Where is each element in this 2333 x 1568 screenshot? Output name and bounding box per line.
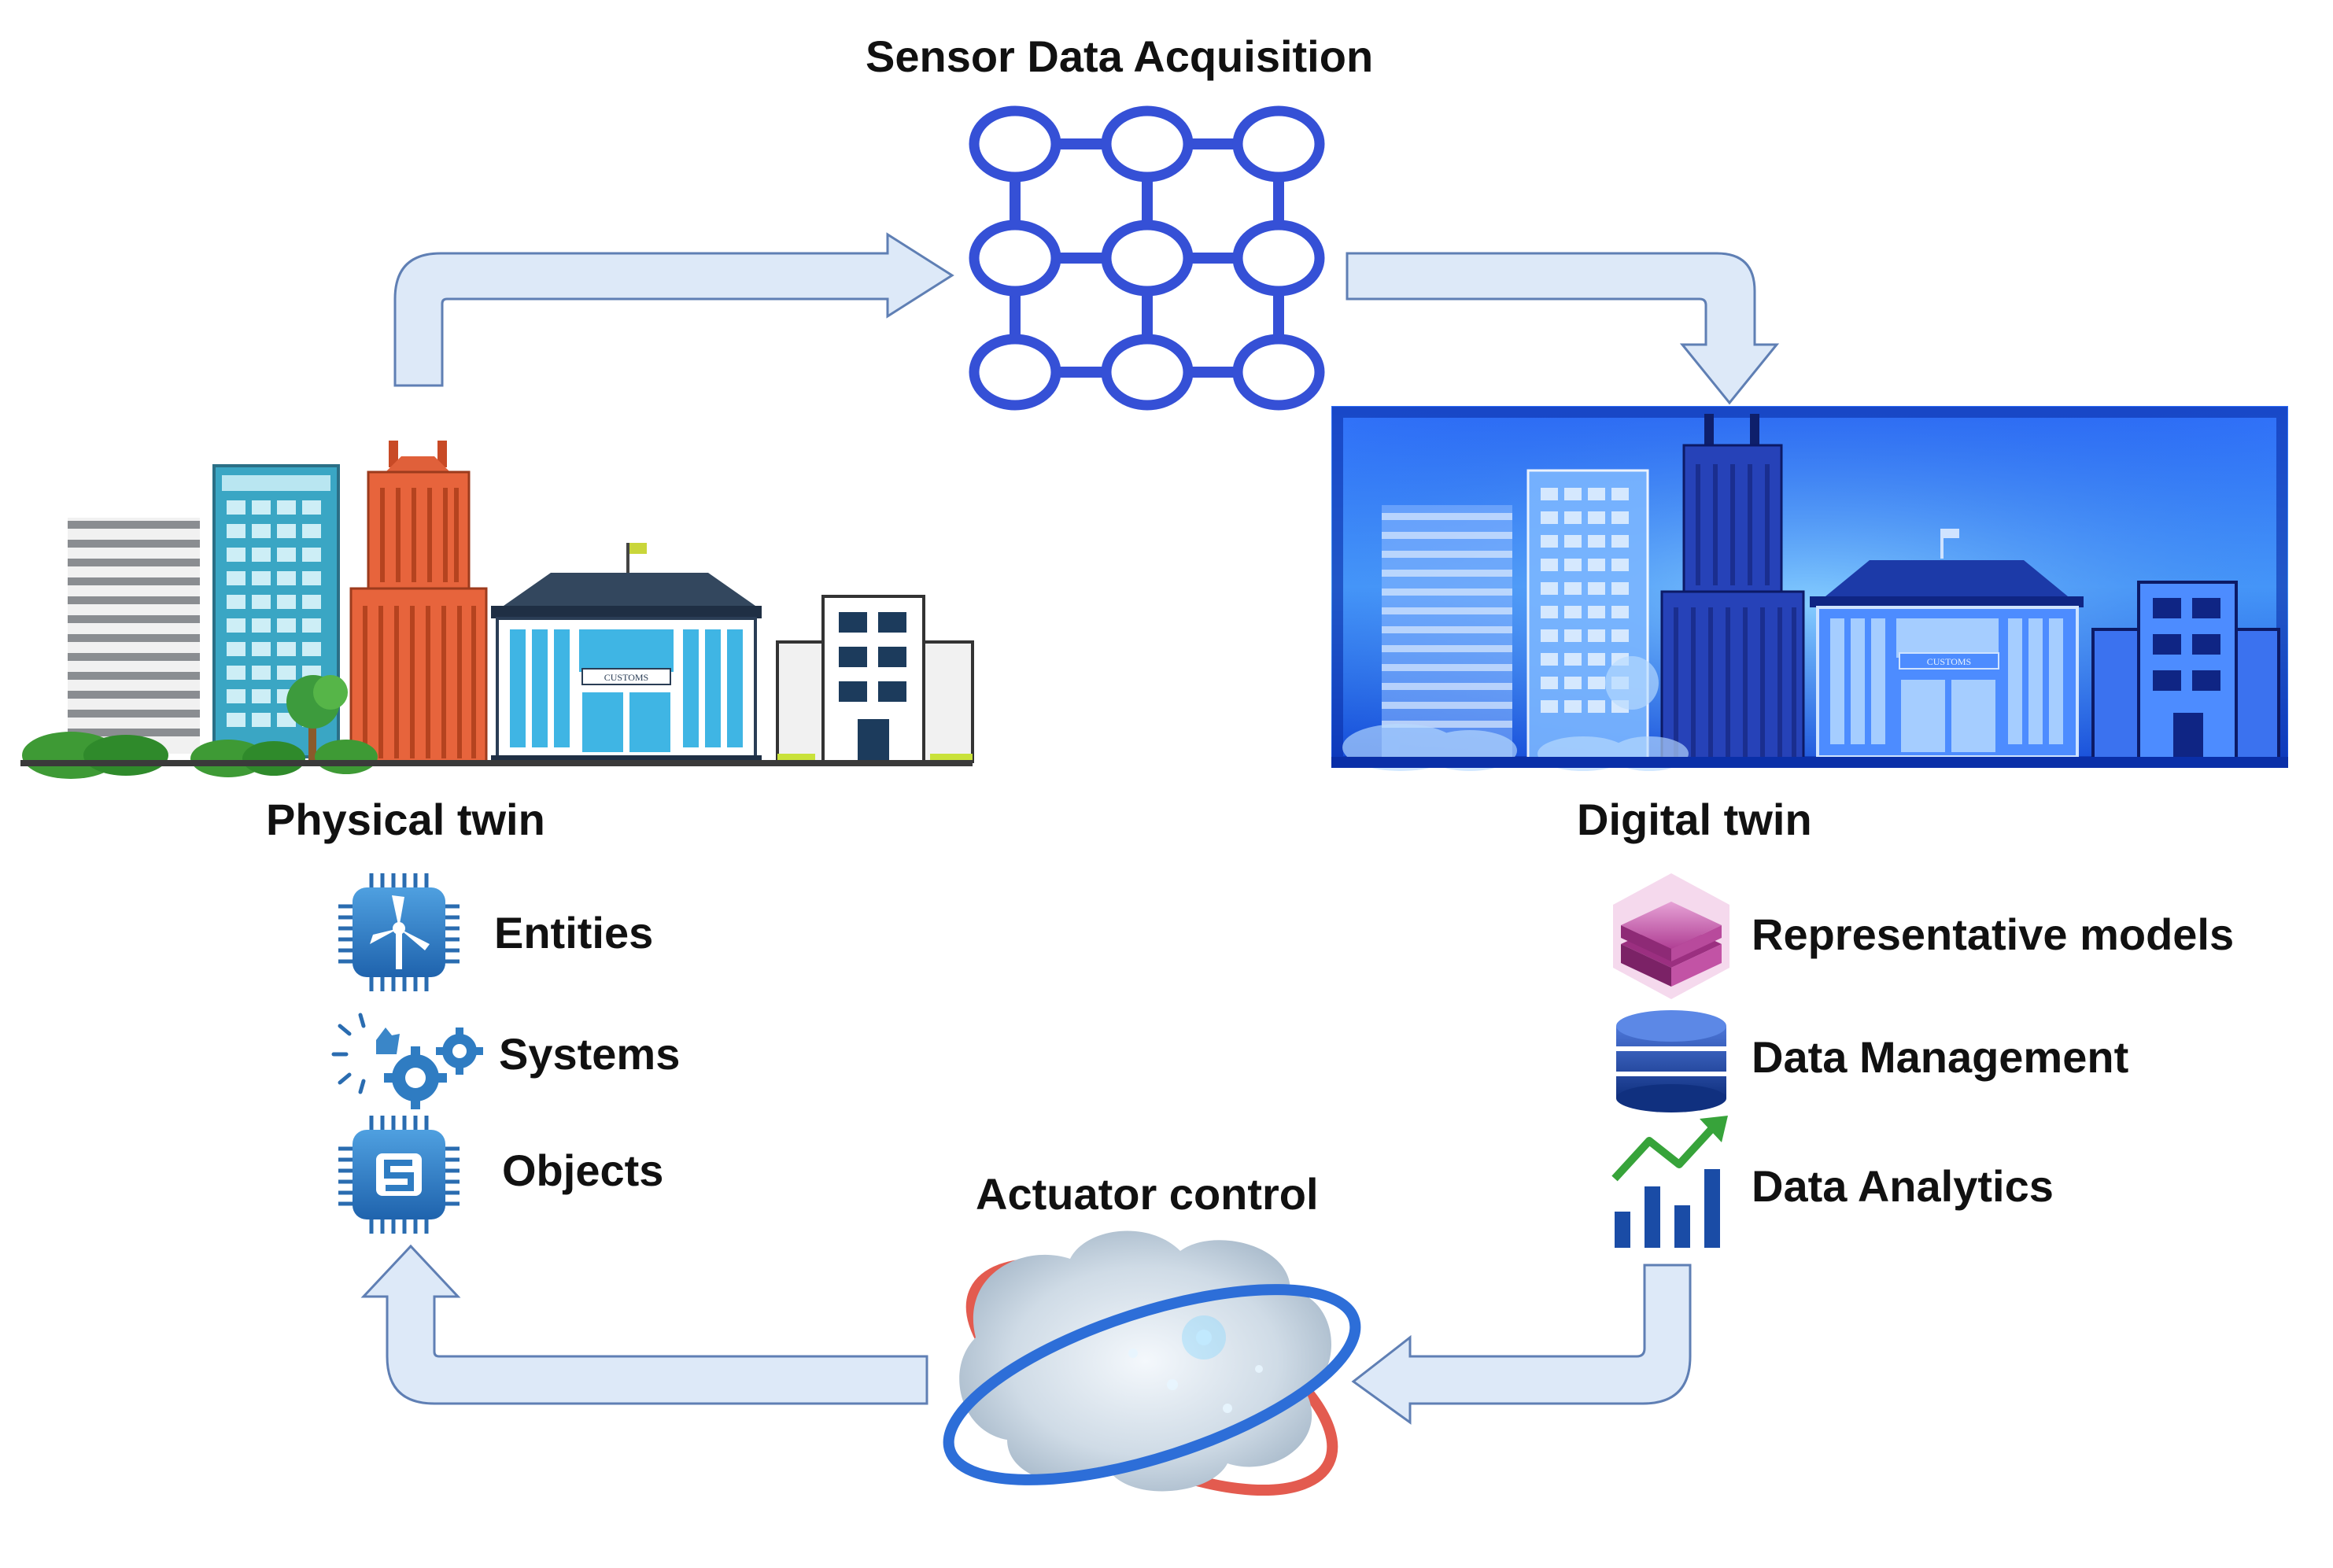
sensor-network-icon [969, 105, 1325, 411]
data-analytics-label: Data Analytics [1752, 1161, 2054, 1211]
digital-city-illustration: CUSTOMS [1331, 406, 2288, 771]
processor-chip-icon [338, 1116, 460, 1234]
customs-building: CUSTOMS [491, 543, 762, 763]
objects-label: Objects [502, 1146, 664, 1195]
database-icon [1616, 1010, 1726, 1112]
grey-building [68, 518, 200, 754]
teal-tower [212, 464, 340, 758]
wind-turbine-chip-icon [338, 873, 460, 991]
physical-customs-sign: CUSTOMS [604, 672, 648, 683]
gears-icon [331, 1013, 483, 1109]
arrow-physical-to-sensor [393, 232, 954, 387]
arrow-actuator-to-physical [360, 1244, 928, 1405]
bar-chart-trend-icon [1611, 1116, 1728, 1248]
physical-twin-label: Physical twin [266, 795, 545, 844]
sensor-data-acquisition-label: Sensor Data Acquisition [866, 31, 1374, 81]
arrow-digital-to-actuator [1351, 1264, 1692, 1425]
red-tower [349, 441, 488, 765]
systems-label: Systems [499, 1029, 681, 1079]
arrow-sensor-to-digital [1346, 252, 1780, 405]
actuator-control-label: Actuator control [976, 1169, 1319, 1219]
physical-city-illustration: CUSTOMS [20, 441, 974, 779]
data-management-label: Data Management [1752, 1032, 2129, 1082]
actuator-cloud-globe-icon [943, 1230, 1361, 1496]
digital-customs-sign: CUSTOMS [1927, 656, 1971, 667]
layered-cube-icon [1613, 873, 1729, 999]
digital-twin-label: Digital twin [1577, 795, 1812, 844]
white-building [776, 595, 974, 763]
representative-models-label: Representative models [1752, 909, 2235, 959]
entities-label: Entities [494, 908, 654, 957]
